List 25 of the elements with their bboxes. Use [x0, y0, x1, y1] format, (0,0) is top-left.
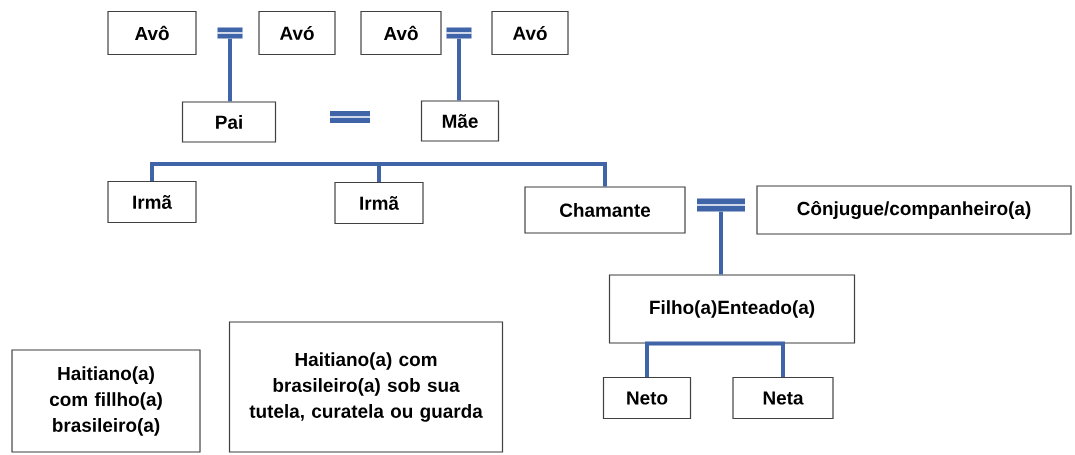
marriage-sign	[329, 111, 371, 123]
person-box: Haitiano(a) com fillho(a) brasileiro(a)	[11, 349, 201, 453]
person-box: Haitiano(a) com brasileiro(a) sob sua tutela, curatela ou guarda	[228, 321, 504, 453]
marriage-sign	[216, 27, 244, 39]
descent-line	[719, 211, 723, 275]
sibling-line	[377, 162, 607, 187]
person-box: Irmã	[107, 180, 197, 224]
marriage-sign	[696, 198, 746, 212]
person-box: Avô	[107, 10, 197, 56]
descent-line	[725, 341, 785, 377]
descent-line	[228, 38, 232, 102]
person-box: Mãe	[420, 100, 500, 142]
descent-line	[645, 341, 725, 377]
marriage-sign	[445, 27, 473, 39]
person-box: Neta	[732, 376, 834, 420]
person-box: Irmã	[334, 181, 424, 225]
person-box: Avô	[360, 10, 442, 56]
person-box: Pai	[181, 101, 277, 143]
person-box: Filho(a)Enteado(a)	[608, 274, 856, 344]
person-box: Cônjugue/companheiro(a)	[756, 185, 1072, 235]
person-box: Chamante	[524, 186, 686, 234]
person-box: Avó	[491, 10, 569, 56]
person-box: Avó	[258, 10, 336, 56]
person-box: Neto	[602, 376, 692, 420]
descent-line	[457, 38, 461, 101]
